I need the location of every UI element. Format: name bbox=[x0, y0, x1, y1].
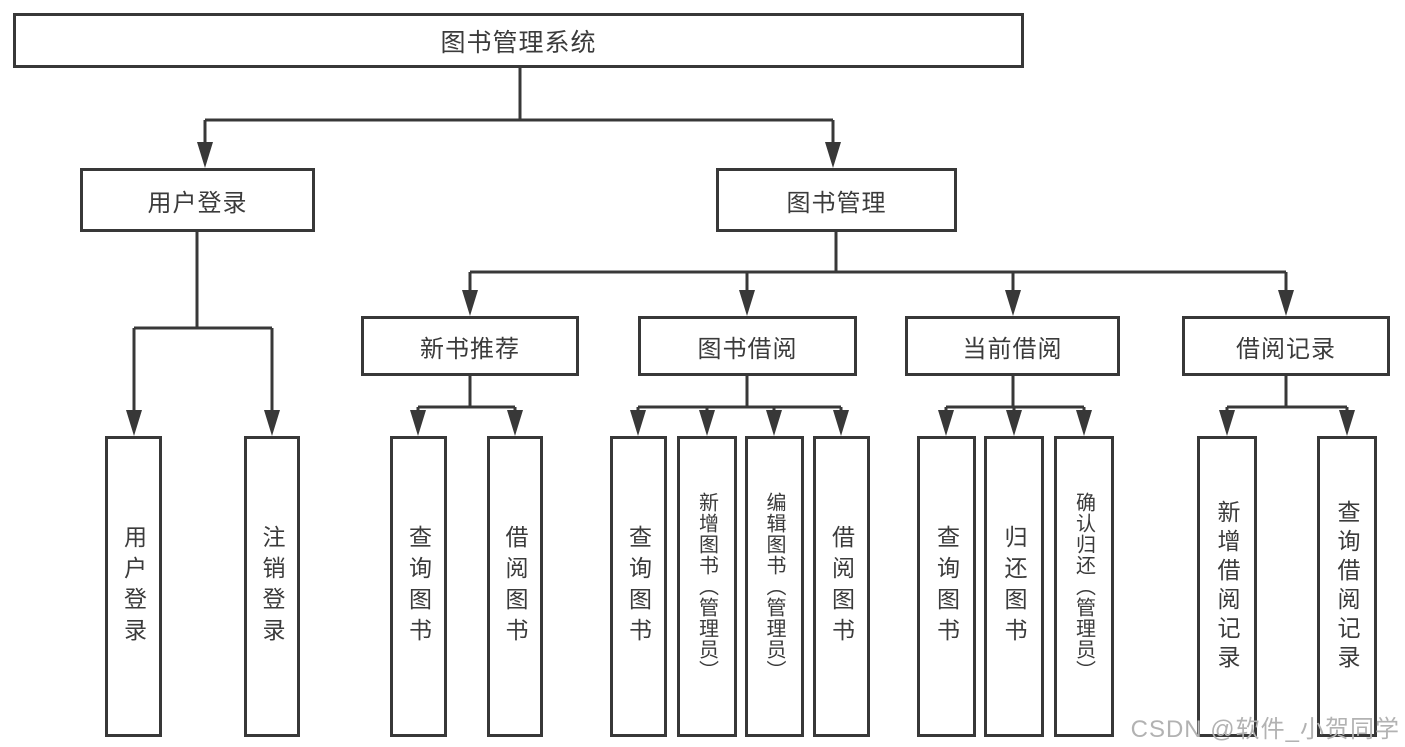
node-label: 新书推荐 bbox=[420, 335, 520, 363]
node-label: 借阅图书 bbox=[502, 524, 528, 649]
connector-lines bbox=[132, 68, 1349, 410]
node-label: 用户登录 bbox=[120, 524, 147, 649]
leaf-borrow-books: 借阅图书 bbox=[813, 436, 870, 737]
node-label: 查询图书 bbox=[405, 524, 432, 649]
leaf-query-books-borrow: 查询图书 bbox=[610, 436, 667, 737]
node-label: 查询借阅记录 bbox=[1334, 499, 1360, 674]
node-new-book-recommendation: 新书推荐 bbox=[361, 316, 579, 376]
leaf-query-books-recommend: 查询图书 bbox=[390, 436, 447, 737]
node-user-login: 用户登录 bbox=[80, 168, 315, 232]
node-book-management: 图书管理 bbox=[716, 168, 957, 232]
node-label: 借阅图书 bbox=[828, 524, 855, 649]
leaf-logout: 注销登录 bbox=[244, 436, 300, 737]
leaf-edit-books-admin: 编辑图书（管理员） bbox=[745, 436, 804, 737]
node-borrowing-records: 借阅记录 bbox=[1182, 316, 1390, 376]
leaf-borrow-books-recommend: 借阅图书 bbox=[487, 436, 543, 737]
node-label: 新增图书（管理员） bbox=[695, 492, 718, 681]
leaf-user-login: 用户登录 bbox=[105, 436, 162, 737]
node-book-borrowing: 图书借阅 bbox=[638, 316, 857, 376]
node-label: 用户登录 bbox=[147, 189, 248, 217]
leaf-confirm-return-admin: 确认归还（管理员） bbox=[1054, 436, 1114, 737]
leaf-query-borrow-record: 查询借阅记录 bbox=[1317, 436, 1377, 737]
node-current-borrowing: 当前借阅 bbox=[905, 316, 1120, 376]
node-label: 当前借阅 bbox=[962, 335, 1063, 363]
node-label: 图书管理 bbox=[786, 189, 887, 217]
node-label: 查询图书 bbox=[625, 524, 652, 649]
node-label: 确认归还（管理员） bbox=[1072, 492, 1095, 681]
node-label: 查询图书 bbox=[933, 524, 960, 649]
node-label: 图书管理系统 bbox=[440, 28, 597, 57]
node-label: 注销登录 bbox=[259, 524, 285, 649]
leaf-query-books-current: 查询图书 bbox=[917, 436, 976, 737]
leaf-add-books-admin: 新增图书（管理员） bbox=[677, 436, 737, 737]
node-label: 编辑图书（管理员） bbox=[763, 492, 785, 681]
leaf-return-books: 归还图书 bbox=[984, 436, 1044, 737]
node-label: 新增借阅记录 bbox=[1214, 499, 1240, 674]
node-label: 借阅记录 bbox=[1236, 335, 1336, 363]
leaf-add-borrow-record: 新增借阅记录 bbox=[1197, 436, 1257, 737]
csdn-watermark: CSDN @软件_小贺同学 bbox=[1130, 716, 1400, 743]
node-library-management-system: 图书管理系统 bbox=[13, 13, 1024, 68]
node-label: 图书借阅 bbox=[697, 335, 798, 363]
node-label: 归还图书 bbox=[1001, 524, 1027, 649]
